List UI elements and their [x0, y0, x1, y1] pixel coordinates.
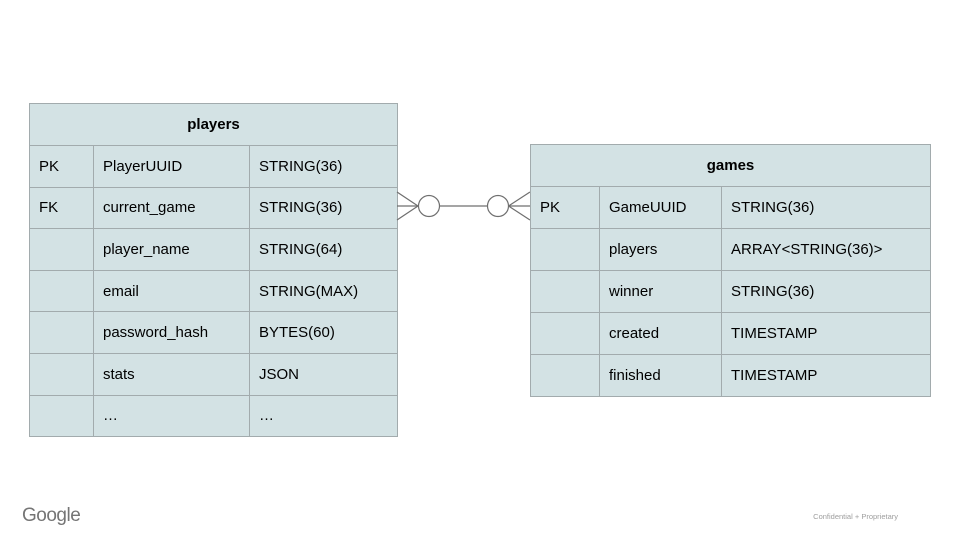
- table-row: created TIMESTAMP: [530, 312, 932, 355]
- row-key: PK: [29, 145, 94, 188]
- table-row: email STRING(MAX): [29, 269, 399, 313]
- row-name: email: [93, 269, 250, 313]
- games-entity-table: games PK GameUUID STRING(36) players ARR…: [529, 144, 932, 397]
- table-row: password_hash BYTES(60): [29, 311, 399, 354]
- row-type: STRING(64): [248, 228, 399, 271]
- row-name: GameUUID: [599, 186, 722, 229]
- row-type: TIMESTAMP: [720, 354, 932, 397]
- games-table-title: games: [529, 144, 932, 187]
- row-type: BYTES(60): [248, 311, 399, 354]
- row-key: [29, 269, 94, 313]
- table-row: players ARRAY<STRING(36)>: [530, 228, 932, 271]
- row-key: [530, 228, 600, 271]
- row-key: PK: [530, 186, 600, 229]
- table-row: winner STRING(36): [530, 270, 932, 313]
- confidential-note: Confidential + Proprietary: [813, 512, 898, 521]
- row-name: PlayerUUID: [93, 145, 250, 188]
- row-type: JSON: [248, 352, 399, 396]
- row-name: password_hash: [93, 311, 250, 354]
- row-name: stats: [93, 352, 250, 396]
- table-row: finished TIMESTAMP: [530, 354, 932, 397]
- row-name: players: [599, 228, 722, 271]
- players-table-title: players: [28, 103, 399, 146]
- row-type: …: [248, 394, 399, 438]
- table-row: FK current_game STRING(36): [29, 186, 399, 230]
- games-table-header: games: [529, 144, 932, 187]
- google-logo: Google: [22, 505, 81, 526]
- row-type: STRING(36): [720, 186, 932, 229]
- row-key: [530, 312, 600, 355]
- row-type: STRING(36): [248, 186, 399, 230]
- row-name: finished: [599, 354, 722, 397]
- row-key: [29, 311, 94, 354]
- table-row: PK GameUUID STRING(36): [530, 186, 932, 229]
- row-type: TIMESTAMP: [720, 312, 932, 355]
- players-entity-table: players PK PlayerUUID STRING(36) FK curr…: [28, 103, 399, 438]
- row-name: player_name: [93, 228, 250, 271]
- row-key: FK: [29, 186, 94, 230]
- row-key: [29, 394, 94, 438]
- table-row: PK PlayerUUID STRING(36): [29, 145, 399, 188]
- row-type: STRING(MAX): [248, 269, 399, 313]
- table-row: … …: [29, 394, 399, 438]
- row-type: ARRAY<STRING(36)>: [720, 228, 932, 271]
- row-key: [29, 228, 94, 271]
- players-table-header: players: [28, 103, 399, 146]
- row-key: [530, 270, 600, 313]
- row-key: [29, 352, 94, 396]
- row-name: current_game: [93, 186, 250, 230]
- table-row: stats JSON: [29, 352, 399, 396]
- row-key: [530, 354, 600, 397]
- row-name: winner: [599, 270, 722, 313]
- row-type: STRING(36): [248, 145, 399, 188]
- row-name: …: [93, 394, 250, 438]
- row-name: created: [599, 312, 722, 355]
- table-row: player_name STRING(64): [29, 228, 399, 271]
- row-type: STRING(36): [720, 270, 932, 313]
- relationship-connector-zero-or-many-icon: [396, 191, 531, 221]
